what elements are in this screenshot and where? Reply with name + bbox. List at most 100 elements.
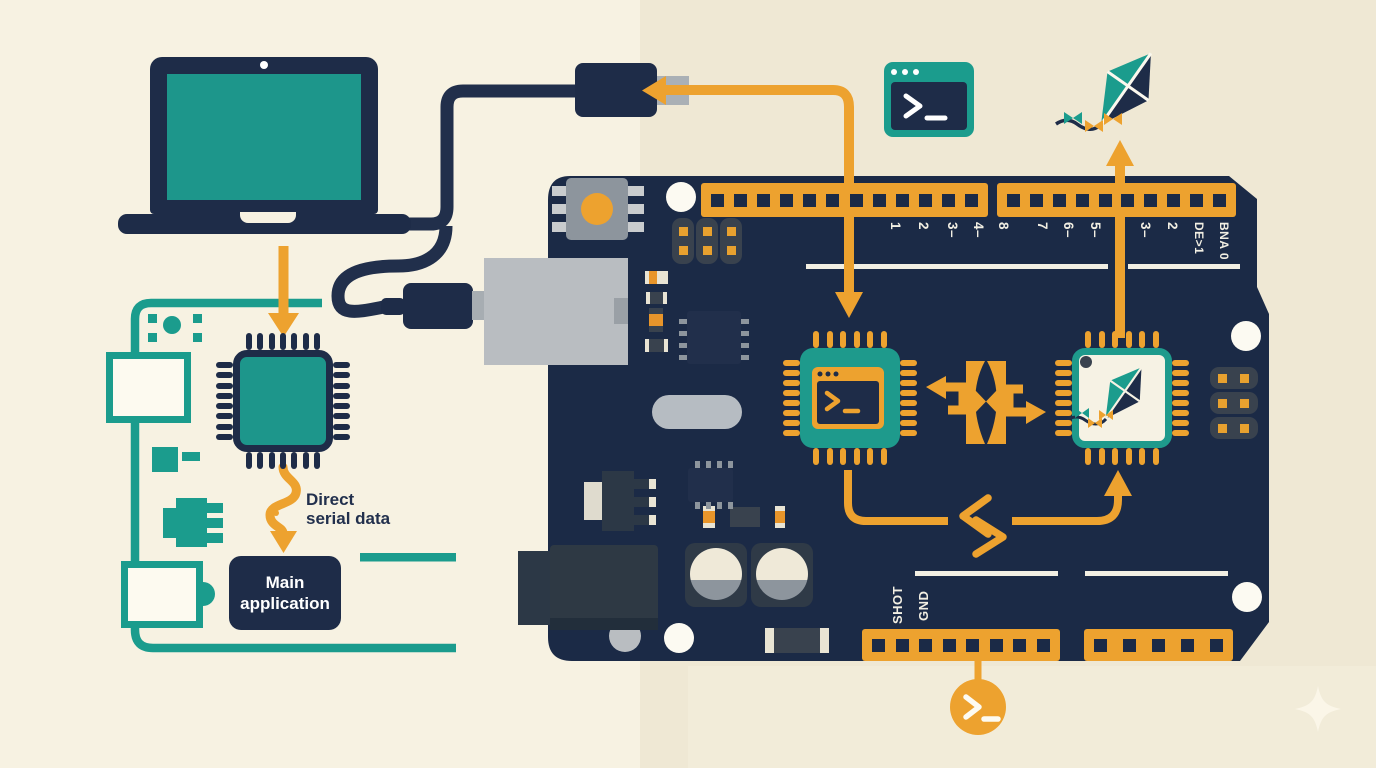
kite-chip-pin — [1112, 331, 1119, 348]
pin-header-top-left[interactable] — [701, 183, 988, 217]
mcu-chip-pin — [333, 413, 350, 420]
pin-hole — [757, 193, 771, 207]
pin-label-top: 3– — [1138, 222, 1153, 239]
terminal-chip-pin — [783, 390, 800, 396]
terminal-chip-pin — [900, 400, 917, 406]
power-jack-barrel — [518, 551, 552, 625]
direct-serial-line2: serial data — [306, 509, 391, 528]
chip-bottom-route — [844, 470, 1132, 525]
kite-chip-pin — [1055, 410, 1072, 416]
terminal-chip-pin — [881, 448, 887, 465]
reset-button-leg — [628, 186, 644, 196]
pin-hole — [1121, 193, 1135, 207]
terminal-chip-pin — [840, 331, 847, 348]
transistor-leg — [207, 518, 223, 528]
pin-hole — [1210, 638, 1223, 652]
pin-hole — [1013, 638, 1027, 652]
pin-label-top: 5– — [1088, 222, 1103, 239]
regulator-leg — [634, 497, 656, 507]
kite-bow — [1064, 112, 1122, 132]
ic-leg — [741, 331, 749, 336]
terminal-window-dot — [891, 69, 897, 75]
pin-hole — [849, 193, 863, 207]
sparkle-icon — [1295, 686, 1341, 732]
mcu-chip-pin — [333, 382, 350, 389]
kite-chip-pin — [1098, 331, 1105, 348]
kite-chip-pin — [1153, 448, 1159, 465]
mcu-chip-pin — [246, 452, 252, 469]
direct-serial-label: Direct serial data — [306, 490, 390, 528]
usb-b-port-slot — [614, 298, 628, 324]
ic-leg — [679, 319, 687, 324]
ic-leg — [695, 502, 700, 509]
pin-hole — [803, 193, 817, 207]
pcb-dot-square — [193, 333, 202, 342]
microcontroller-board — [548, 176, 1269, 661]
pin-hole — [1190, 193, 1204, 207]
main-application-line2: application — [240, 594, 330, 613]
solder-pad-group — [1210, 367, 1258, 389]
kite-icon — [1055, 52, 1153, 132]
kite-chip-pin — [1172, 360, 1189, 366]
terminal-chip-pin — [783, 370, 800, 376]
silkscreen-line — [1128, 264, 1240, 269]
solder-pad-group — [696, 218, 718, 264]
kite-chip-pin — [1172, 420, 1189, 426]
pin-hole — [895, 638, 909, 652]
pcb-dot-square — [193, 314, 202, 323]
mcu-chip-pin — [333, 403, 350, 410]
solder-pad — [1218, 373, 1227, 383]
mcu-chip-pin — [291, 452, 298, 469]
reset-button-cap[interactable] — [581, 193, 613, 225]
usb-cable-loop — [331, 225, 453, 318]
pin-hole — [1094, 638, 1107, 652]
kite-chip-pin — [1085, 331, 1091, 348]
pin-label-top: 4– — [971, 222, 986, 239]
solder-pad — [678, 246, 688, 255]
laptop-screen — [167, 74, 361, 200]
terminal-chip-pin — [881, 331, 887, 348]
transistor-body — [176, 498, 207, 547]
mcu-chip-pin — [216, 392, 233, 399]
terminal-chip-pin — [783, 380, 800, 386]
pin-hole — [872, 193, 886, 207]
ic-leg — [717, 502, 722, 509]
laptop-to-chip-arrow — [268, 246, 299, 337]
pin-hole — [1052, 193, 1066, 207]
mcu-chip-pin — [314, 333, 320, 350]
pin-hole — [1213, 193, 1226, 207]
pin-hole — [966, 638, 980, 652]
pin-hole — [872, 638, 885, 652]
terminal-window-dot — [902, 69, 908, 75]
solder-pad-group — [720, 218, 742, 264]
terminal-chip-pin — [826, 331, 833, 348]
pcb-dot-circle — [163, 316, 181, 334]
kite-chip-pin — [1055, 390, 1072, 396]
crystal-oscillator — [652, 395, 742, 429]
silkscreen-line — [915, 571, 1058, 576]
laptop-base — [118, 214, 411, 234]
usb-plug-nub — [381, 298, 405, 315]
mcu-chip-pin — [216, 434, 233, 440]
pin-header-bottom-left[interactable] — [862, 629, 1060, 661]
ic-leg — [741, 319, 749, 324]
background-patch — [688, 666, 1376, 768]
ic-leg — [741, 343, 749, 348]
ic-leg — [706, 502, 711, 509]
solder-pad — [1240, 373, 1249, 383]
usb-to-chip-arrow — [642, 76, 863, 318]
mcu-chip-pin — [268, 452, 275, 469]
terminal-chip-pin — [900, 420, 917, 426]
terminal-chip-pin — [900, 370, 917, 376]
terminal-prompt-glyph — [903, 93, 948, 121]
silkscreen-line — [806, 264, 1108, 269]
reset-button-leg — [552, 186, 568, 196]
pin-label-bottom: SHOT — [890, 585, 905, 624]
solder-pad-group — [1210, 392, 1258, 414]
mcu-chip-pin — [246, 333, 252, 350]
kite-chip-pin — [1055, 380, 1072, 386]
pin-label-top: 6– — [1061, 222, 1076, 239]
pin-label-top: 8 — [996, 222, 1011, 231]
left-circuit-outline — [130, 298, 456, 653]
